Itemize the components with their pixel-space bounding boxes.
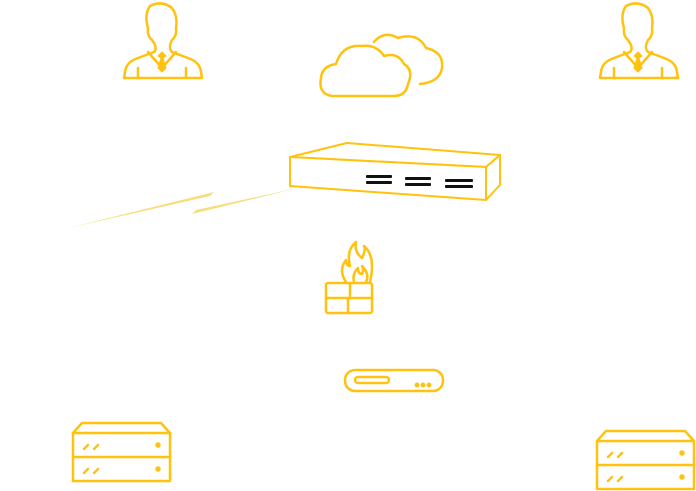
user-icon[interactable] bbox=[598, 2, 680, 80]
firewall-icon[interactable] bbox=[324, 240, 374, 315]
cloud-icon[interactable] bbox=[319, 33, 444, 98]
server-icon[interactable] bbox=[595, 429, 696, 491]
network-switch-icon[interactable] bbox=[289, 142, 501, 201]
user-icon[interactable] bbox=[122, 2, 204, 80]
router-icon[interactable] bbox=[343, 368, 445, 393]
server-icon[interactable] bbox=[71, 421, 172, 483]
wireless-link bbox=[68, 188, 298, 228]
